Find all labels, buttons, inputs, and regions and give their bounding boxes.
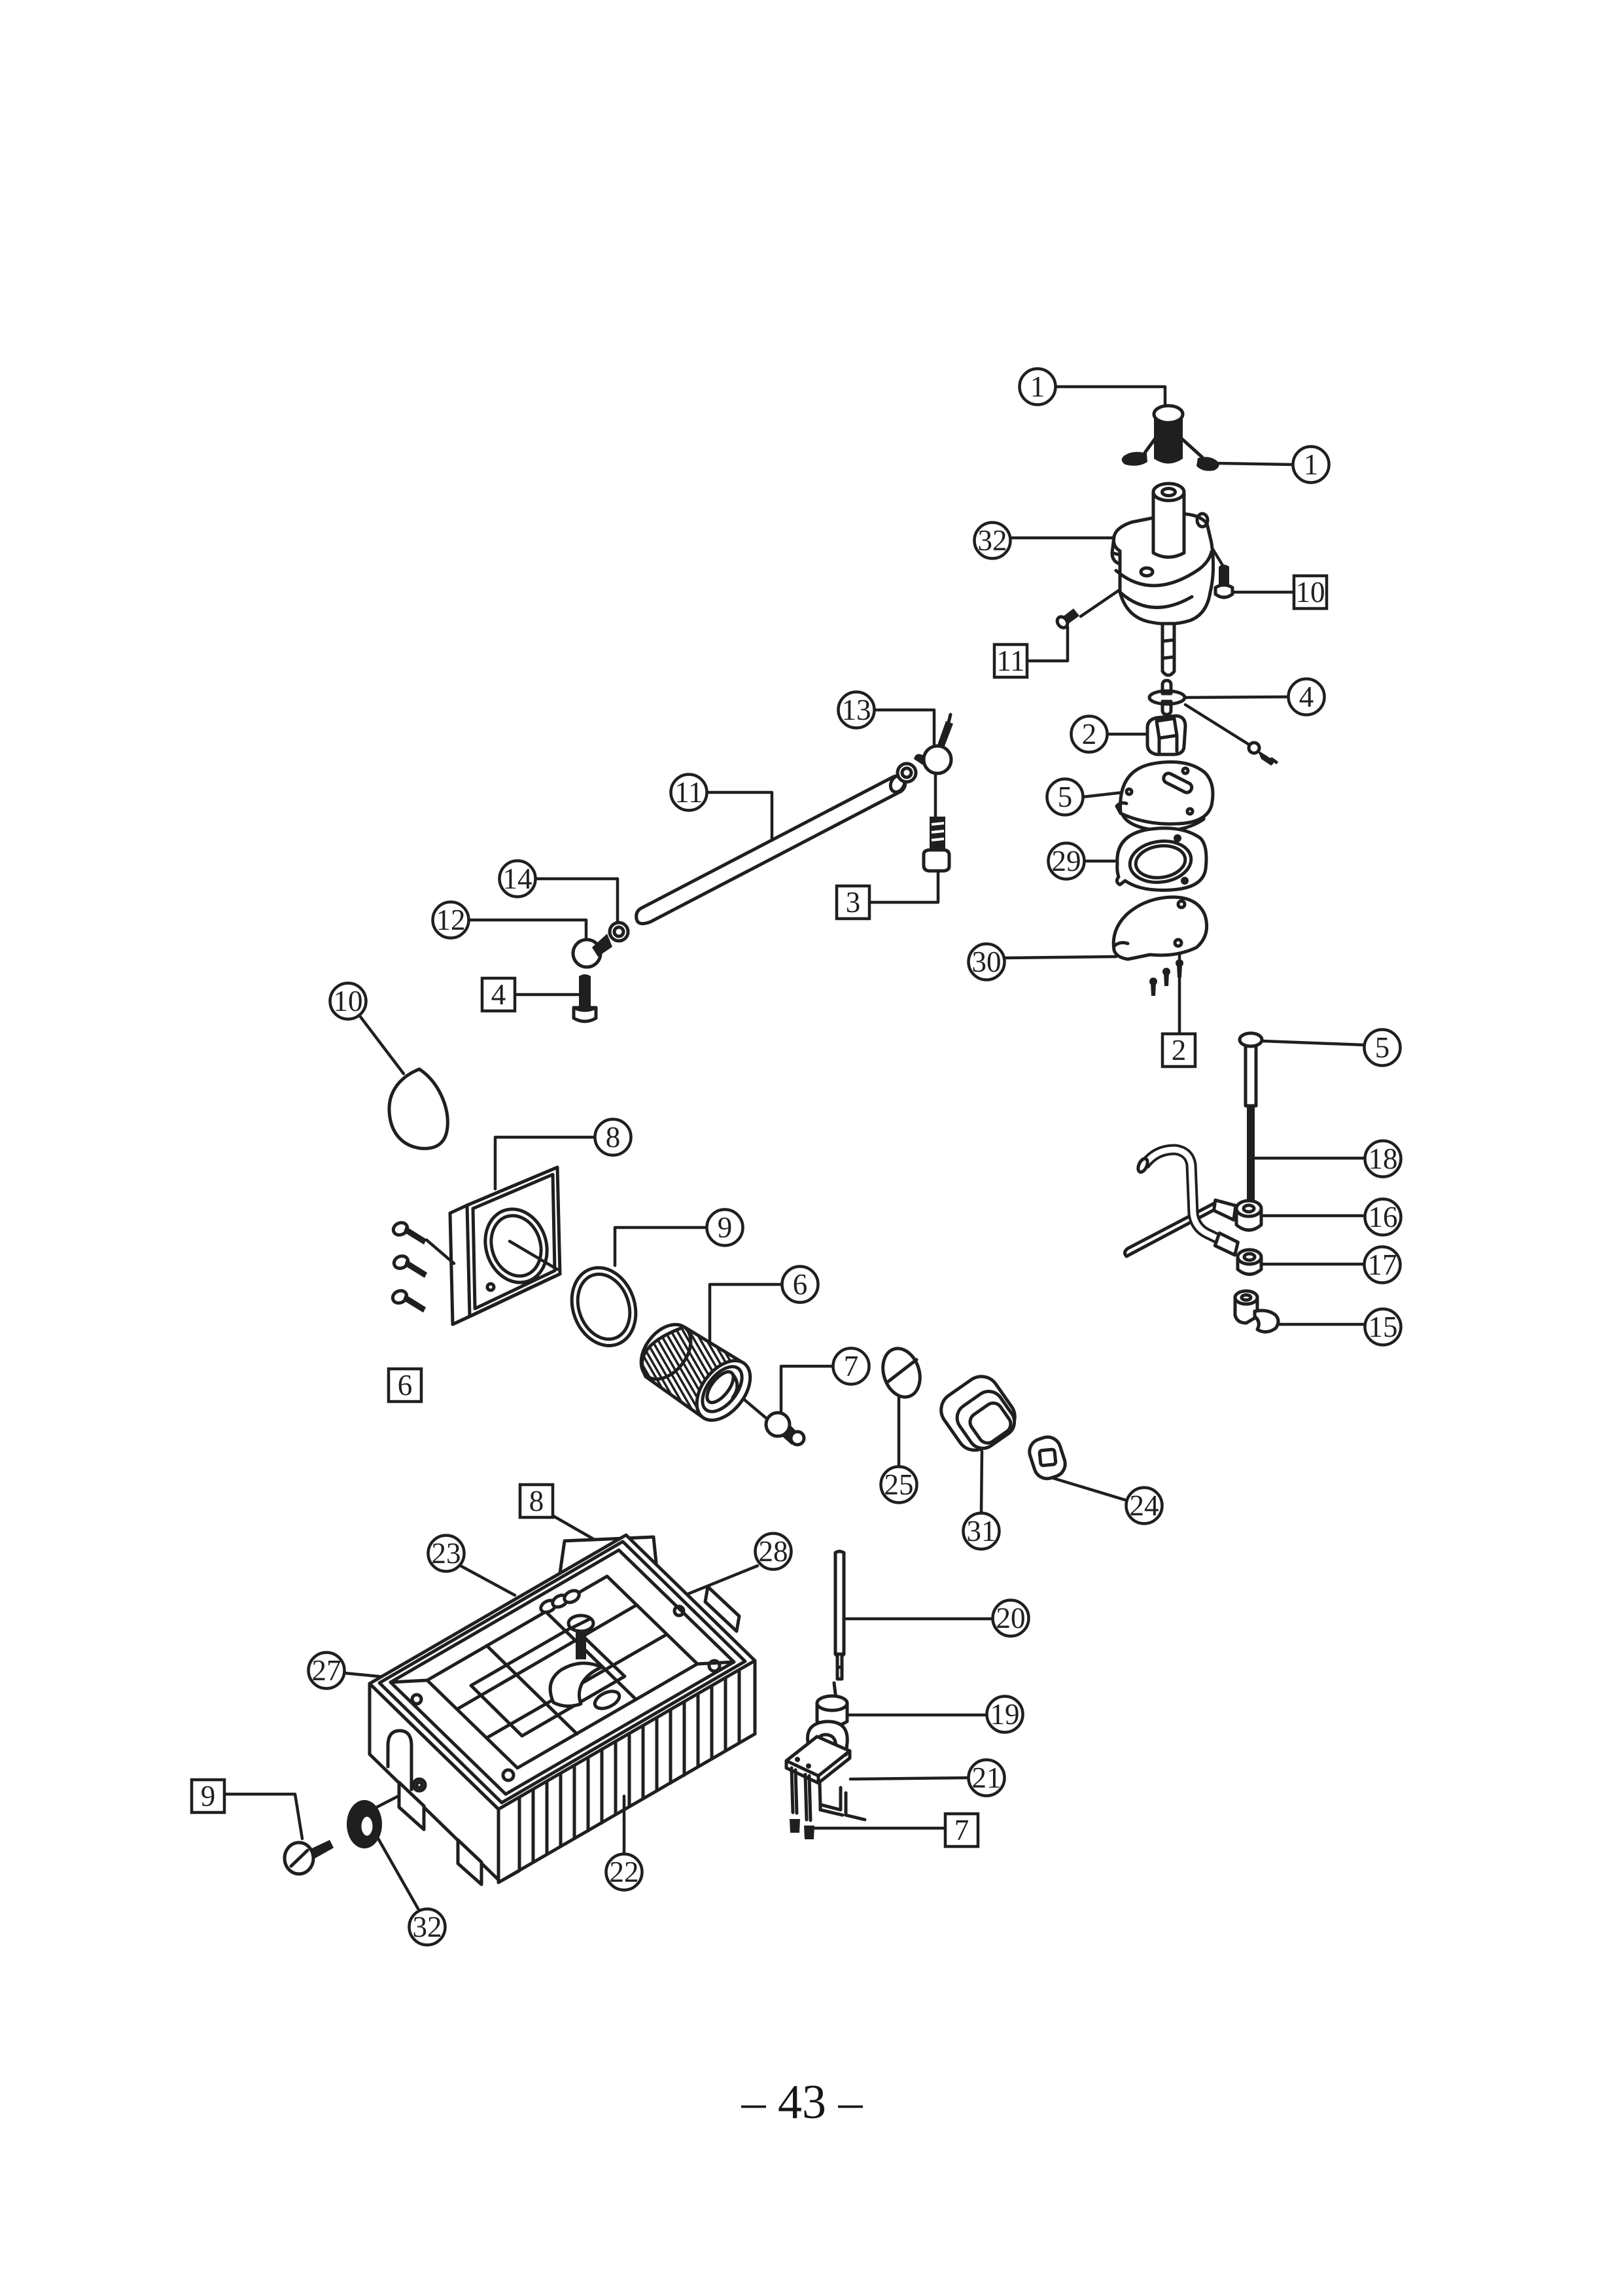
svg-text:32: 32	[978, 524, 1007, 557]
svg-text:8: 8	[529, 1485, 544, 1517]
svg-text:30: 30	[972, 945, 1002, 978]
svg-text:19: 19	[990, 1698, 1020, 1731]
svg-text:15: 15	[1369, 1311, 1398, 1343]
svg-text:2: 2	[1172, 1034, 1187, 1067]
svg-text:7: 7	[844, 1350, 859, 1383]
svg-text:9: 9	[718, 1211, 733, 1244]
svg-text:10: 10	[334, 985, 363, 1017]
svg-text:20: 20	[996, 1602, 1026, 1634]
svg-text:4: 4	[491, 978, 506, 1011]
svg-text:25: 25	[884, 1468, 914, 1501]
svg-text:29: 29	[1052, 845, 1081, 877]
svg-text:8: 8	[606, 1121, 621, 1154]
svg-text:27: 27	[312, 1654, 341, 1687]
svg-text:1: 1	[1304, 448, 1319, 481]
svg-text:2: 2	[1082, 718, 1097, 751]
svg-text:16: 16	[1369, 1201, 1398, 1233]
svg-text:32: 32	[413, 1911, 442, 1943]
svg-text:14: 14	[503, 862, 532, 895]
svg-text:6: 6	[793, 1268, 808, 1301]
svg-text:12: 12	[436, 904, 466, 936]
svg-text:7: 7	[954, 1814, 969, 1846]
svg-text:18: 18	[1369, 1142, 1398, 1175]
svg-text:11: 11	[674, 776, 703, 809]
svg-text:4: 4	[1299, 680, 1314, 713]
svg-text:– 43 –: – 43 –	[741, 2075, 864, 2129]
svg-text:31: 31	[967, 1515, 996, 1547]
svg-text:1: 1	[1030, 370, 1045, 403]
svg-text:22: 22	[610, 1856, 639, 1888]
svg-text:23: 23	[432, 1537, 461, 1570]
svg-text:3: 3	[846, 886, 861, 919]
svg-text:5: 5	[1058, 781, 1073, 813]
svg-text:6: 6	[398, 1369, 413, 1402]
svg-text:28: 28	[759, 1535, 788, 1568]
svg-text:13: 13	[842, 694, 871, 726]
svg-text:11: 11	[996, 645, 1024, 677]
svg-text:10: 10	[1296, 576, 1325, 609]
svg-text:9: 9	[201, 1780, 216, 1812]
svg-text:21: 21	[972, 1761, 1002, 1794]
svg-text:5: 5	[1375, 1031, 1390, 1064]
svg-text:17: 17	[1368, 1248, 1397, 1281]
svg-text:24: 24	[1130, 1489, 1159, 1522]
